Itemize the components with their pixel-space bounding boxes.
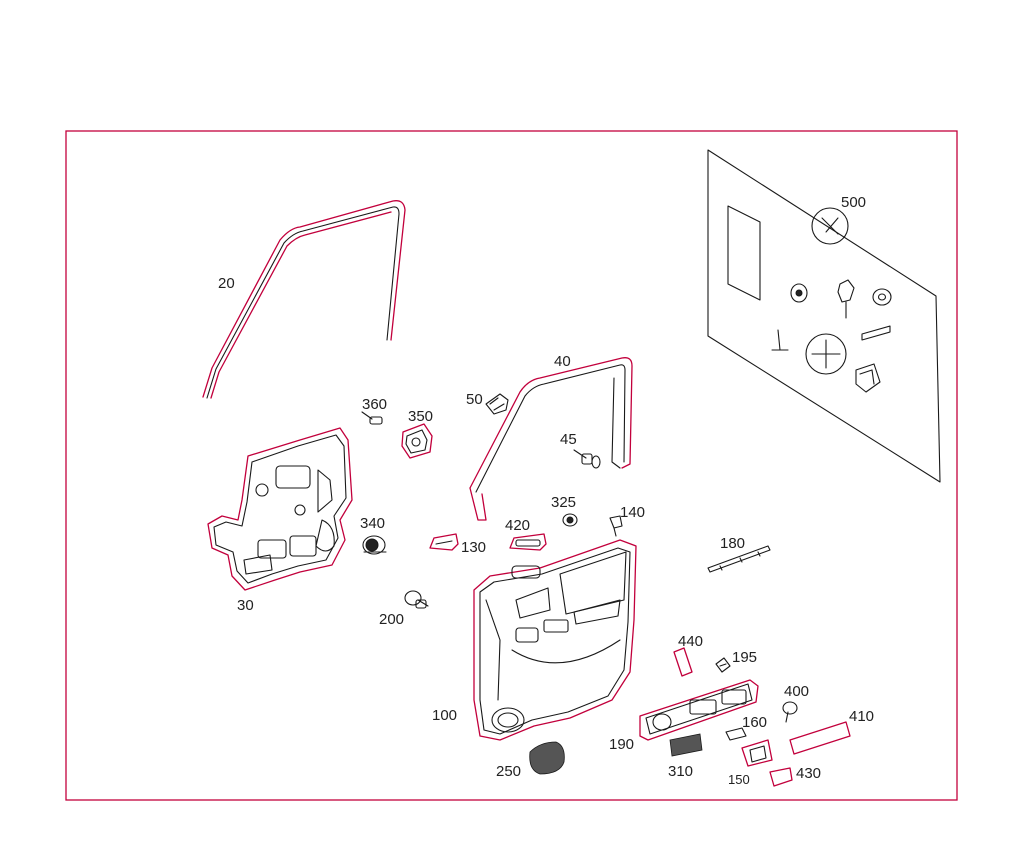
part-50-clip[interactable] bbox=[485, 393, 509, 415]
label-150: 150 bbox=[728, 772, 750, 787]
label-40: 40 bbox=[554, 353, 571, 370]
part-40-inner-seal[interactable] bbox=[469, 357, 633, 521]
part-410-cover-strip[interactable] bbox=[789, 721, 851, 755]
label-45: 45 bbox=[560, 431, 577, 448]
part-195-clip[interactable] bbox=[715, 657, 731, 673]
label-200: 200 bbox=[379, 611, 404, 628]
label-180: 180 bbox=[720, 535, 745, 552]
label-100: 100 bbox=[432, 707, 457, 724]
label-400: 400 bbox=[784, 683, 809, 700]
label-50: 50 bbox=[466, 391, 483, 408]
part-190-switch-bezel[interactable] bbox=[639, 679, 759, 741]
label-500: 500 bbox=[841, 194, 866, 211]
part-500-fastener-kit[interactable] bbox=[707, 149, 941, 483]
label-30: 30 bbox=[237, 597, 254, 614]
label-195: 195 bbox=[732, 649, 757, 666]
part-45-bolt[interactable] bbox=[573, 449, 601, 469]
part-200-screw[interactable] bbox=[404, 590, 429, 609]
part-400-screw[interactable] bbox=[782, 701, 798, 723]
label-420: 420 bbox=[505, 517, 530, 534]
label-410: 410 bbox=[849, 708, 874, 725]
part-180-trim-strip[interactable] bbox=[707, 545, 771, 573]
label-430: 430 bbox=[796, 765, 821, 782]
part-360-pin[interactable] bbox=[361, 411, 383, 425]
part-310-grille[interactable] bbox=[669, 733, 703, 757]
label-250: 250 bbox=[496, 763, 521, 780]
part-30-carrier-panel[interactable] bbox=[207, 427, 353, 591]
part-160-latch[interactable] bbox=[725, 727, 747, 741]
label-190: 190 bbox=[609, 736, 634, 753]
part-20-window-seal[interactable] bbox=[202, 200, 406, 399]
part-100-door-trim-panel[interactable] bbox=[473, 539, 637, 741]
label-140: 140 bbox=[620, 504, 645, 521]
part-420-bezel[interactable] bbox=[509, 533, 547, 551]
part-440-insert[interactable] bbox=[673, 647, 693, 677]
part-430-cap[interactable] bbox=[769, 767, 793, 787]
label-350: 350 bbox=[408, 408, 433, 425]
part-350-bracket[interactable] bbox=[401, 423, 433, 459]
label-440: 440 bbox=[678, 633, 703, 650]
part-250-speaker-grille[interactable] bbox=[529, 741, 565, 775]
label-20: 20 bbox=[218, 275, 235, 292]
label-310: 310 bbox=[668, 763, 693, 780]
part-150-handle[interactable] bbox=[741, 739, 773, 767]
label-340: 340 bbox=[360, 515, 385, 532]
part-325-nut[interactable] bbox=[562, 513, 578, 527]
part-140-clip[interactable] bbox=[609, 515, 623, 537]
diagram-frame bbox=[65, 130, 958, 801]
label-360: 360 bbox=[362, 396, 387, 413]
part-340-grommet[interactable] bbox=[362, 535, 387, 555]
label-130: 130 bbox=[461, 539, 486, 556]
label-160: 160 bbox=[742, 714, 767, 731]
part-130-cover[interactable] bbox=[429, 533, 459, 551]
label-325: 325 bbox=[551, 494, 576, 511]
